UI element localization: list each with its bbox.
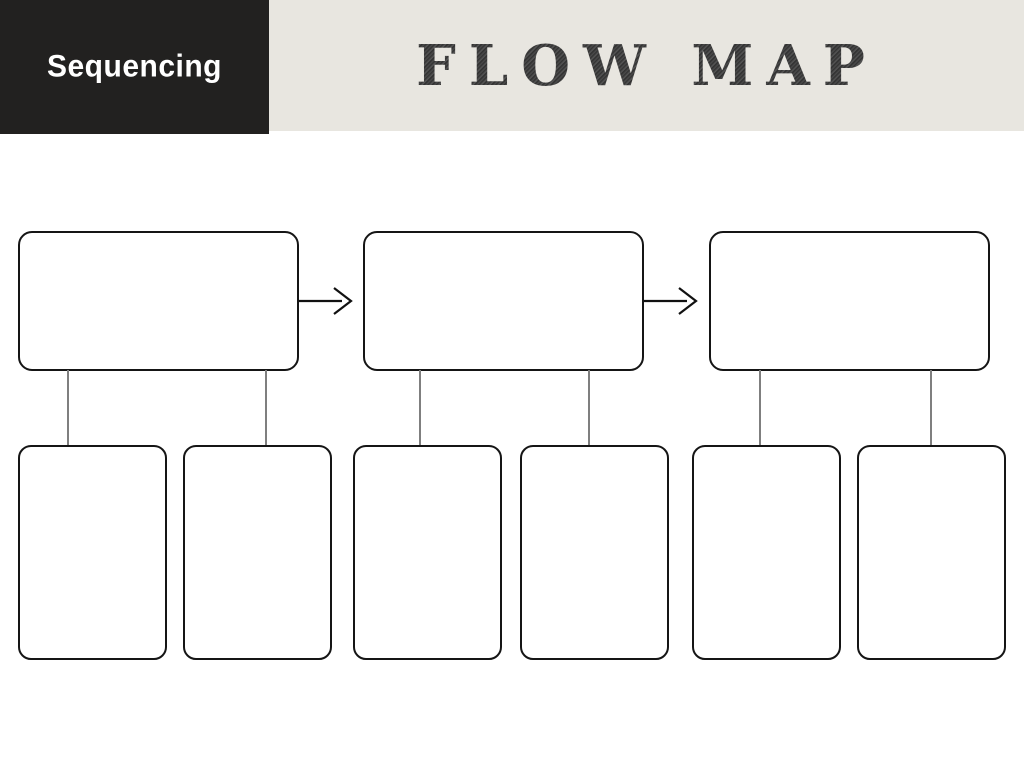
detail-box-6[interactable] <box>857 445 1006 660</box>
detail-box-1[interactable] <box>18 445 167 660</box>
sequencing-badge-label: Sequencing <box>46 49 223 84</box>
detail-box-4[interactable] <box>520 445 669 660</box>
step-box-3[interactable] <box>709 231 990 371</box>
connector-line <box>759 370 761 446</box>
connector-line <box>265 370 267 446</box>
connector-line <box>588 370 590 446</box>
connector-line <box>419 370 421 446</box>
connector-line <box>930 370 932 446</box>
arrow-right-icon <box>644 287 698 315</box>
page-title: FLOW MAP <box>416 32 878 99</box>
page-title-container: FLOW MAP <box>270 0 1024 131</box>
step-box-2[interactable] <box>363 231 644 371</box>
step-box-1[interactable] <box>18 231 299 371</box>
connector-line <box>67 370 69 446</box>
sequencing-badge: Sequencing <box>0 0 269 134</box>
detail-box-5[interactable] <box>692 445 841 660</box>
arrow-right-icon <box>299 287 353 315</box>
detail-box-2[interactable] <box>183 445 332 660</box>
detail-box-3[interactable] <box>353 445 502 660</box>
